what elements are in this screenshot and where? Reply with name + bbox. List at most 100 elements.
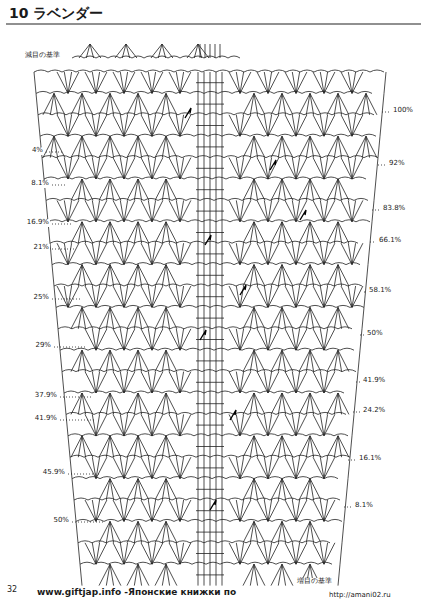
stitch-fan: [271, 307, 293, 328]
stitch-fan: [271, 436, 293, 457]
stitch-fan: [243, 136, 265, 157]
stitch-fan: [229, 457, 251, 478]
stitch-fan: [169, 457, 191, 478]
watermark: http://amani02.ru: [328, 592, 392, 600]
stitch-fan: [141, 372, 163, 393]
stitch-fan: [127, 436, 149, 457]
stitch-fan: [243, 179, 265, 200]
stitch-fan: [229, 200, 251, 221]
stitch-fan: [229, 72, 251, 93]
stitch-fan: [327, 179, 349, 200]
stitch-fan: [327, 136, 349, 157]
stitch-fan: [115, 44, 137, 58]
stitch-fan: [113, 286, 135, 307]
stitch-fan: [243, 350, 265, 371]
leader-dots: [54, 347, 86, 348]
stitch-fan: [313, 72, 335, 93]
chart-edge: [338, 564, 340, 585]
stitch-fan: [299, 479, 321, 500]
stitch-fan: [85, 72, 107, 93]
stitch-fan: [313, 414, 335, 435]
chart-edge: [376, 158, 378, 179]
leader-dots: [60, 397, 92, 398]
stitch-fan: [85, 200, 107, 221]
chain-row: [72, 477, 338, 479]
stitch-fan: [285, 500, 307, 521]
chain-row: [48, 220, 370, 222]
stitch-fan: [113, 158, 135, 179]
stitch-fan: [229, 500, 251, 521]
stitch-fan: [271, 350, 293, 371]
stitch-fan: [271, 521, 293, 542]
chart-edge: [360, 329, 362, 350]
chart-edge: [50, 243, 52, 264]
stitch-fan: [341, 200, 363, 221]
stitch-fan: [285, 329, 307, 350]
title-rule: [6, 23, 421, 24]
stitch-fan: [99, 307, 121, 328]
chart-edge: [74, 500, 76, 521]
stitch-fan: [113, 200, 135, 221]
stitch-fan: [85, 329, 107, 350]
stitch-fan: [141, 158, 163, 179]
leader-dots: [52, 299, 80, 300]
chart-edge: [56, 307, 58, 328]
stitch-fan: [57, 72, 79, 93]
chart-edge: [52, 265, 54, 286]
stitch-fan: [85, 414, 107, 435]
stitch-fan: [71, 350, 93, 371]
stitch-fan: [271, 265, 293, 286]
percent-label: 29%: [34, 342, 52, 350]
chart-edge: [340, 543, 342, 564]
percent-label: 92%: [388, 160, 406, 168]
percent-label: 100%: [392, 107, 414, 115]
stitch-fan: [155, 564, 177, 585]
stitch-fan: [257, 457, 279, 478]
stitch-fan: [71, 179, 93, 200]
chart-edge: [58, 329, 60, 350]
stitch-fan: [313, 372, 335, 393]
chart-edge: [60, 350, 62, 371]
stitch-fan: [113, 500, 135, 521]
leader-dots: [378, 165, 386, 166]
stitch-fan: [243, 93, 265, 114]
stitch-fan: [257, 500, 279, 521]
chart-edge: [54, 286, 56, 307]
chain-row: [58, 327, 352, 329]
stitch-fan: [155, 136, 177, 157]
chain-row: [54, 284, 362, 286]
chain-row: [60, 348, 354, 350]
stitch-fan: [313, 158, 335, 179]
chart-edge: [68, 436, 70, 457]
chain-row: [66, 412, 346, 414]
stitch-fan: [155, 265, 177, 286]
stitch-fan: [71, 307, 93, 328]
stitch-fan: [341, 243, 363, 264]
stitch-fan: [141, 457, 163, 478]
stitch-fan: [229, 372, 251, 393]
stitch-fan: [99, 136, 121, 157]
percent-label: 21%: [32, 244, 50, 252]
leader-dots: [382, 112, 390, 113]
chart-edge: [42, 158, 44, 179]
stitch-fan: [169, 243, 191, 264]
stitch-fan: [141, 500, 163, 521]
chart-edge: [76, 521, 78, 542]
stitch-fan: [299, 521, 321, 542]
stitch-fan: [71, 265, 93, 286]
chain-row: [44, 177, 366, 179]
stitch-fan: [299, 393, 321, 414]
stitch-fan: [43, 136, 65, 157]
stitch-fan: [71, 436, 93, 457]
stitch-fan: [271, 479, 293, 500]
chart-edge: [70, 457, 72, 478]
stitch-fan: [327, 436, 349, 457]
leader-dots: [353, 412, 360, 413]
leader-dots: [46, 152, 62, 153]
stitch-fan: [141, 543, 163, 564]
stitch-fan: [229, 286, 251, 307]
stitch-fan: [285, 414, 307, 435]
stitch-fan: [285, 115, 307, 136]
stitch-fan: [169, 329, 191, 350]
